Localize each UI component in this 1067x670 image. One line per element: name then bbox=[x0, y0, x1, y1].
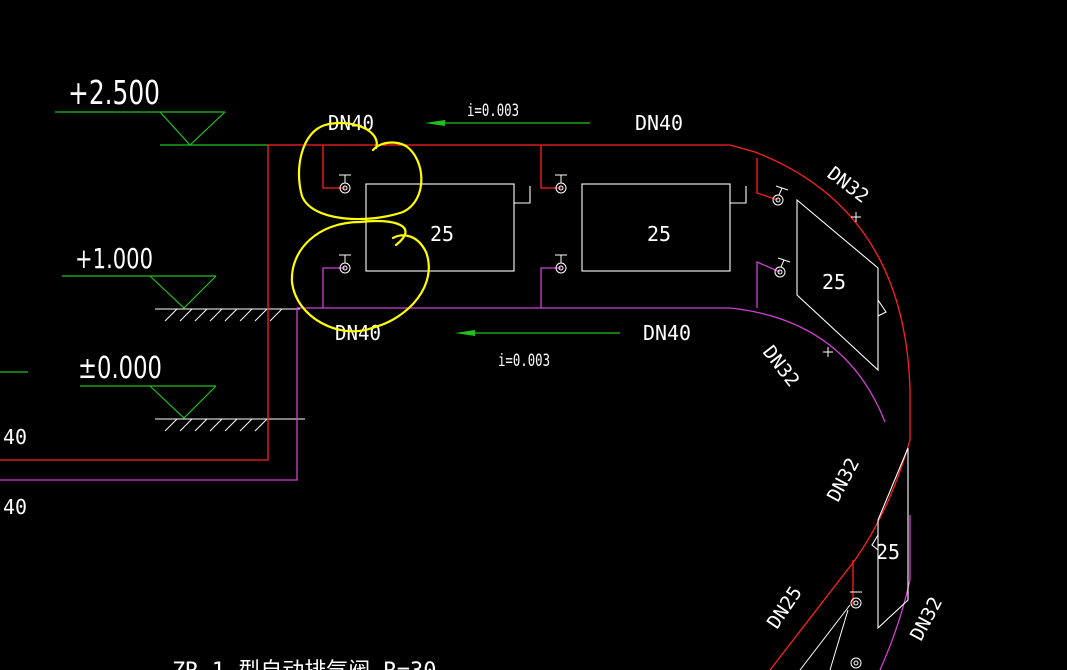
pipe-label-curve-supply-low: DN25 bbox=[763, 582, 807, 632]
air-valve-icon bbox=[555, 254, 567, 274]
air-valve-icon bbox=[850, 591, 862, 609]
ground-hatch-icon bbox=[155, 418, 305, 432]
elevation-marker-ground: ±0.000 bbox=[0, 351, 217, 419]
elevation-marker-middle: +1.000 bbox=[62, 242, 217, 309]
elevation-label-upper: +2.500 bbox=[68, 73, 160, 112]
radiator-label-3: 25 bbox=[822, 270, 846, 294]
radiator-4: 25 bbox=[871, 447, 909, 630]
elevation-label-ground: ±0.000 bbox=[78, 351, 162, 386]
pipe-label-curve-return-low: DN32 bbox=[906, 593, 947, 644]
level-triangle-icon bbox=[159, 111, 226, 146]
pipe-label-edge-left-1: 40 bbox=[3, 425, 27, 449]
air-valve-icon bbox=[774, 257, 791, 278]
supply-pipe-network bbox=[0, 144, 911, 670]
radiator-label-4: 25 bbox=[876, 540, 900, 564]
radiator-1: 25 bbox=[365, 183, 531, 272]
radiator-label-2: 25 bbox=[647, 222, 671, 246]
radiator-label-1: 25 bbox=[430, 222, 454, 246]
highlight-scribble bbox=[290, 121, 430, 333]
lower-branch-lines bbox=[799, 604, 851, 670]
air-valve-icon bbox=[772, 185, 789, 206]
slope-arrow-bottom bbox=[455, 330, 620, 336]
pipe-label-return-right: DN40 bbox=[643, 321, 691, 345]
vent-cross-icon bbox=[851, 212, 861, 222]
vent-cross-icon bbox=[823, 347, 833, 357]
footer-note: ZR-1 型自动排气阀 R=30 bbox=[172, 659, 436, 670]
return-pipe-network bbox=[0, 261, 911, 670]
pipe-label-curve-supply-mid: DN32 bbox=[823, 454, 864, 505]
radiator-3: 25 bbox=[796, 198, 887, 372]
air-valve-icon bbox=[339, 174, 351, 194]
air-valve-icon bbox=[339, 254, 351, 274]
air-valve-icon bbox=[555, 174, 567, 194]
slope-label-bottom: i=0.003 bbox=[498, 351, 550, 371]
slope-arrow-top bbox=[425, 120, 590, 126]
level-triangle-icon bbox=[149, 385, 217, 419]
pipe-label-return-left: DN40 bbox=[335, 321, 381, 345]
air-valve-icon bbox=[850, 657, 862, 669]
radiator-2: 25 bbox=[581, 183, 747, 272]
pipe-label-curve-supply-top: DN32 bbox=[823, 162, 873, 207]
elevation-label-middle: +1.000 bbox=[75, 242, 153, 275]
ground-hatch-icon bbox=[155, 308, 300, 322]
level-triangle-icon bbox=[149, 275, 217, 309]
elevation-marker-upper: +2.500 bbox=[55, 73, 268, 146]
pipe-label-supply-right: DN40 bbox=[635, 111, 683, 135]
pipe-label-curve-return-top: DN32 bbox=[758, 342, 804, 392]
slope-label-top: i=0.003 bbox=[467, 101, 519, 121]
pipe-label-edge-left-2: 40 bbox=[3, 495, 27, 519]
